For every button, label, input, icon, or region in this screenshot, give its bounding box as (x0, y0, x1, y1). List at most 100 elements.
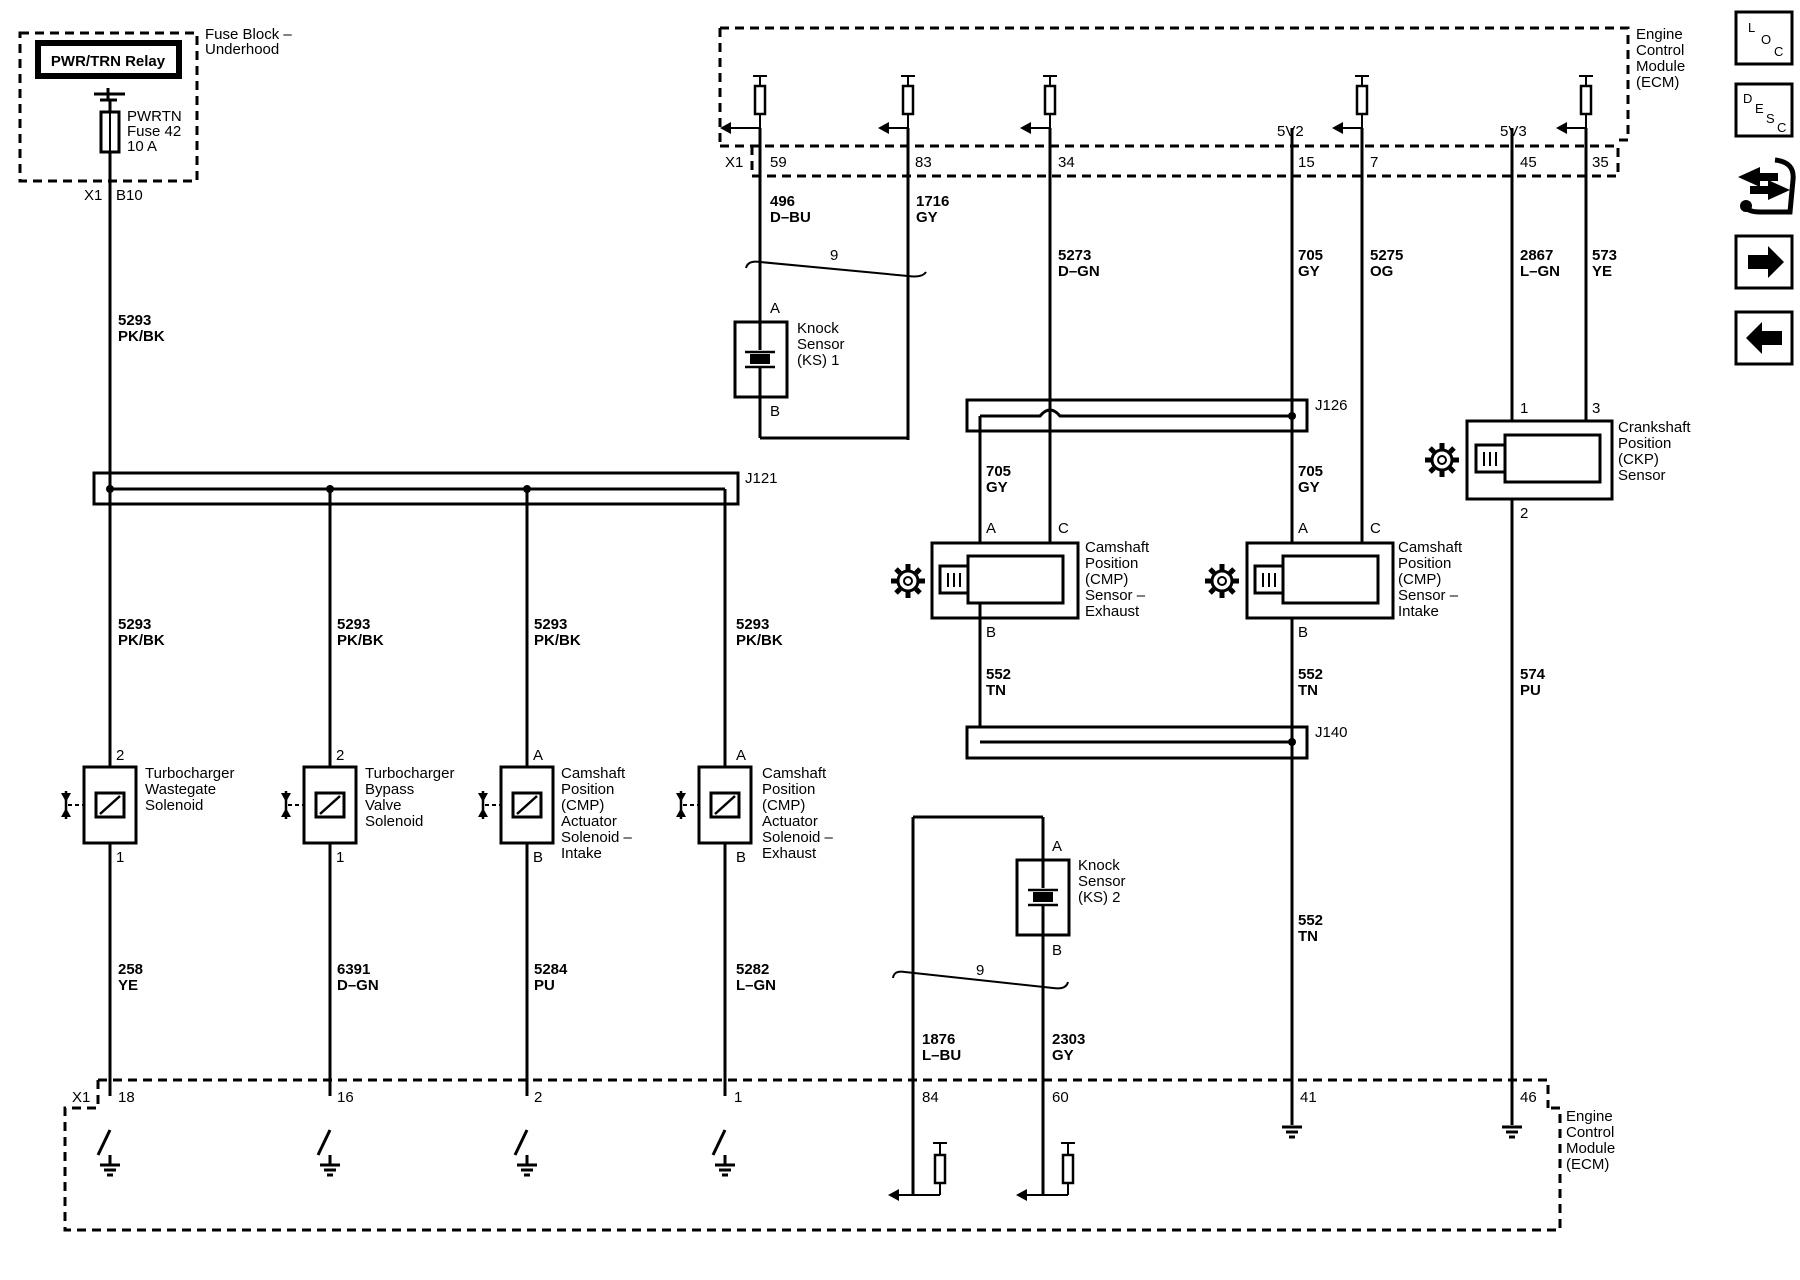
cmp-int-pin-a: A (1298, 520, 1308, 537)
desc-letter-e: E (1755, 101, 1764, 116)
ground-46 (1500, 1125, 1524, 1139)
twist-top-count: 9 (830, 247, 838, 264)
solenoid-bypass-label-2: Bypass (365, 781, 414, 798)
ecm-top-connector: X1 (725, 154, 743, 171)
cmp-exh-label-5: Exhaust (1085, 603, 1140, 620)
wire-5293-4-num: 5293 (736, 616, 769, 633)
ecm-bottom-pin-46: 46 (1520, 1089, 1537, 1106)
cmp-exh-label-3: (CMP) (1085, 571, 1128, 588)
cmp-exh-pin-c: C (1058, 520, 1069, 537)
knock2-label-3: (KS) 2 (1078, 889, 1121, 906)
fuse-name-2: Fuse 42 (127, 123, 181, 140)
ckp-pin-2: 2 (1520, 505, 1528, 522)
ecm-ref-5v2: 5V2 (1277, 123, 1304, 140)
cmp-exh-pin-a: A (986, 520, 996, 537)
wire-552-int-color: TN (1298, 682, 1318, 699)
wire-5282-color: L–GN (736, 977, 776, 994)
knock2-label-1: Knock (1078, 857, 1120, 874)
wire-1716-num: 1716 (916, 193, 949, 210)
knock-sensor-2: A B Knock Sensor (KS) 2 (911, 815, 1126, 1195)
wire-2303-num: 2303 (1052, 1031, 1085, 1048)
solenoid-bypass-label-4: Solenoid (365, 813, 423, 830)
knock1-pin-b: B (770, 403, 780, 420)
solenoid-cmp-exh-label-4: Actuator (762, 813, 818, 830)
loc-button[interactable]: L O C (1734, 10, 1794, 66)
ecm-input-84 (888, 1142, 947, 1201)
j126-label: J126 (1315, 397, 1348, 414)
ecm-pullup-59 (720, 74, 769, 134)
ecm-bottom-pin-60: 60 (1052, 1089, 1069, 1106)
desc-button[interactable]: D E S C (1734, 82, 1794, 138)
ecm-bottom-pin-16: 16 (337, 1089, 354, 1106)
solenoid-cmp-exh-label-3: (CMP) (762, 797, 805, 814)
ecm-bottom-pin-18: 18 (118, 1089, 135, 1106)
wire-705-exh-color: GY (986, 479, 1008, 496)
solenoid-cmp-int-pin-top: A (533, 747, 543, 764)
ecm-top-pin-83: 83 (915, 154, 932, 171)
knock2-pin-a: A (1052, 838, 1062, 855)
wire-574-num: 574 (1520, 666, 1546, 683)
knock1-label-2: Sensor (797, 336, 845, 353)
ecm-driver-1 (711, 1129, 737, 1177)
prev-button[interactable] (1734, 310, 1794, 366)
wire-5293-3-num: 5293 (534, 616, 567, 633)
ckp-pin-3: 3 (1592, 400, 1600, 417)
next-button[interactable] (1734, 234, 1794, 290)
gear-icon (1205, 564, 1239, 598)
wire-5273-num: 5273 (1058, 247, 1091, 264)
wire-5293-1-color: PK/BK (118, 632, 165, 649)
wire-2303-color: GY (1052, 1047, 1074, 1064)
wire-705-int-num: 705 (1298, 463, 1323, 480)
solenoid-wastegate-label-2: Wastegate (145, 781, 216, 798)
fuse-block-title-2: Underhood (205, 41, 279, 58)
wire-1876-color: L–BU (922, 1047, 961, 1064)
knock1-label-1: Knock (797, 320, 839, 337)
ecm-top-pin-35: 35 (1592, 154, 1609, 171)
loc-letter-o: O (1761, 32, 1771, 47)
splice-j140: J140 (965, 724, 1348, 760)
cmp-exh-label-2: Position (1085, 555, 1138, 572)
wire-552-low-num: 552 (1298, 912, 1323, 929)
ecm-top-title-1: Engine (1636, 26, 1683, 43)
ecm-driver-16 (316, 1129, 342, 1177)
solenoid-wastegate-pin-top: 2 (116, 747, 124, 764)
knock2-pin-b: B (1052, 942, 1062, 959)
wire-552-exh-color: TN (986, 682, 1006, 699)
ecm-bottom-pin-84: 84 (922, 1089, 939, 1106)
solenoid-bypass-label-3: Valve (365, 797, 401, 814)
solenoid-bypass-pin-bottom: 1 (336, 849, 344, 866)
solenoid-wastegate-label-3: Solenoid (145, 797, 203, 814)
relay-label: PWR/TRN Relay (51, 53, 166, 70)
solenoid-bypass-pin-top: 2 (336, 747, 344, 764)
fuse-pin: B10 (116, 187, 143, 204)
wire-5275-color: OG (1370, 263, 1393, 280)
solenoid-cmp-exh-label-1: Camshaft (762, 765, 827, 782)
wire-5275-num: 5275 (1370, 247, 1403, 264)
ecm-top-pin-7: 7 (1370, 154, 1378, 171)
connector-tool-icon (1738, 157, 1796, 215)
ecm-driver-18 (96, 1129, 122, 1177)
twist-bottom-count: 9 (976, 962, 984, 979)
wire-258-color: YE (118, 977, 138, 994)
cmp-int-label-5: Intake (1398, 603, 1439, 620)
ecm-pullup-83 (878, 74, 917, 134)
twisted-pair-top (745, 260, 927, 278)
wire-258-num: 258 (118, 961, 143, 978)
solenoid-cmp-int-label-5: Solenoid – (561, 829, 633, 846)
fuse-name-1: PWRTN (127, 108, 182, 125)
wire-5293-1-num: 5293 (118, 616, 151, 633)
loc-letter-c: C (1774, 44, 1783, 59)
wire-5293-2-color: PK/BK (337, 632, 384, 649)
cmp-exh-label-1: Camshaft (1085, 539, 1150, 556)
cmp-int-label-1: Camshaft (1398, 539, 1463, 556)
connector-tool-button[interactable] (1738, 157, 1796, 215)
cmp-exh-pin-b: B (986, 624, 996, 641)
ecm-top-title-2: Control (1636, 42, 1684, 59)
solenoid-cmp-exh-label-2: Position (762, 781, 815, 798)
solenoid-cmp-exh-label-5: Solenoid – (762, 829, 834, 846)
wire-573-num: 573 (1592, 247, 1617, 264)
twisted-pair-bottom (892, 970, 1069, 990)
ckp-label-2: Position (1618, 435, 1671, 452)
solenoid-cmp-exh-pin-top: A (736, 747, 746, 764)
